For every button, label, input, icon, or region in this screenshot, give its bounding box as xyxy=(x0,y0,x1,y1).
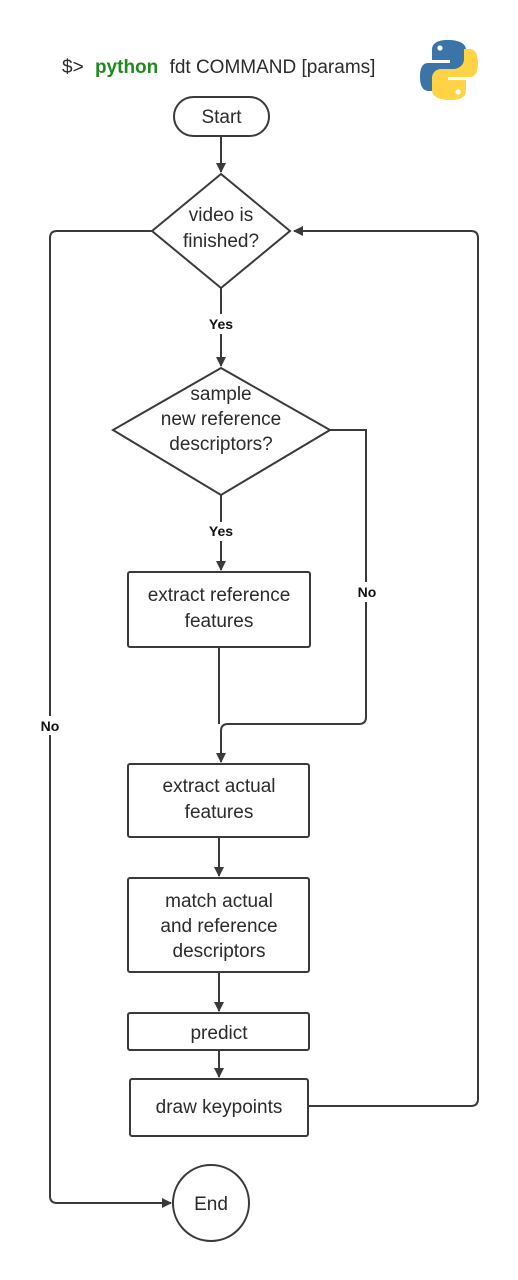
edge-draw-loop-back xyxy=(293,226,479,1107)
edge-label-video-yes: Yes xyxy=(209,316,233,332)
process-extract-actual: extract actual features xyxy=(127,763,310,838)
edge-sample-no-upper xyxy=(330,429,367,582)
decision-sample-line-3: descriptors? xyxy=(169,434,273,455)
start-label: Start xyxy=(201,107,242,128)
decision-video-finished-line-2: finished? xyxy=(183,231,259,252)
process-draw-keypoints-label: draw keypoints xyxy=(156,1097,283,1118)
edge-label-video-no: No xyxy=(41,718,60,734)
command-prompt: $> xyxy=(62,57,84,78)
decision-sample-line-1: sample xyxy=(190,384,251,405)
process-match-line-2: and reference xyxy=(160,916,277,937)
process-extract-reference-line-2: features xyxy=(185,611,254,632)
edge-video-no-upper xyxy=(49,230,152,716)
command-args: fdt COMMAND [params] xyxy=(170,57,376,78)
command-program: python xyxy=(95,57,158,78)
process-match-descriptors: match actual and reference descriptors xyxy=(127,877,310,973)
decision-sample-reference: sample new reference descriptors? xyxy=(111,366,332,497)
edge-sample-no-lower xyxy=(216,602,367,763)
process-draw-keypoints: draw keypoints xyxy=(129,1078,309,1137)
decision-sample-line-2: new reference xyxy=(161,409,281,430)
command-line: $> python fdt COMMAND [params] xyxy=(62,57,375,78)
process-predict-label: predict xyxy=(190,1023,248,1044)
process-extract-actual-line-2: features xyxy=(185,802,254,823)
process-extract-actual-line-1: extract actual xyxy=(163,776,276,797)
process-match-line-3: descriptors xyxy=(173,941,266,962)
end-label: End xyxy=(194,1194,228,1215)
edge-label-sample-no: No xyxy=(358,584,377,600)
edge-video-no-lower xyxy=(49,735,172,1208)
process-extract-reference-line-1: extract reference xyxy=(148,585,291,606)
process-extract-reference: extract reference features xyxy=(127,571,311,648)
process-match-line-1: match actual xyxy=(165,891,273,912)
python-logo-icon xyxy=(420,40,478,100)
edges xyxy=(49,136,479,1208)
end-node: End xyxy=(172,1164,250,1242)
start-node: Start xyxy=(173,96,270,137)
decision-video-finished: video is finished? xyxy=(150,172,292,290)
edge-label-sample-yes: Yes xyxy=(209,523,233,539)
process-predict: predict xyxy=(127,1012,310,1051)
decision-video-finished-line-1: video is xyxy=(189,205,253,226)
